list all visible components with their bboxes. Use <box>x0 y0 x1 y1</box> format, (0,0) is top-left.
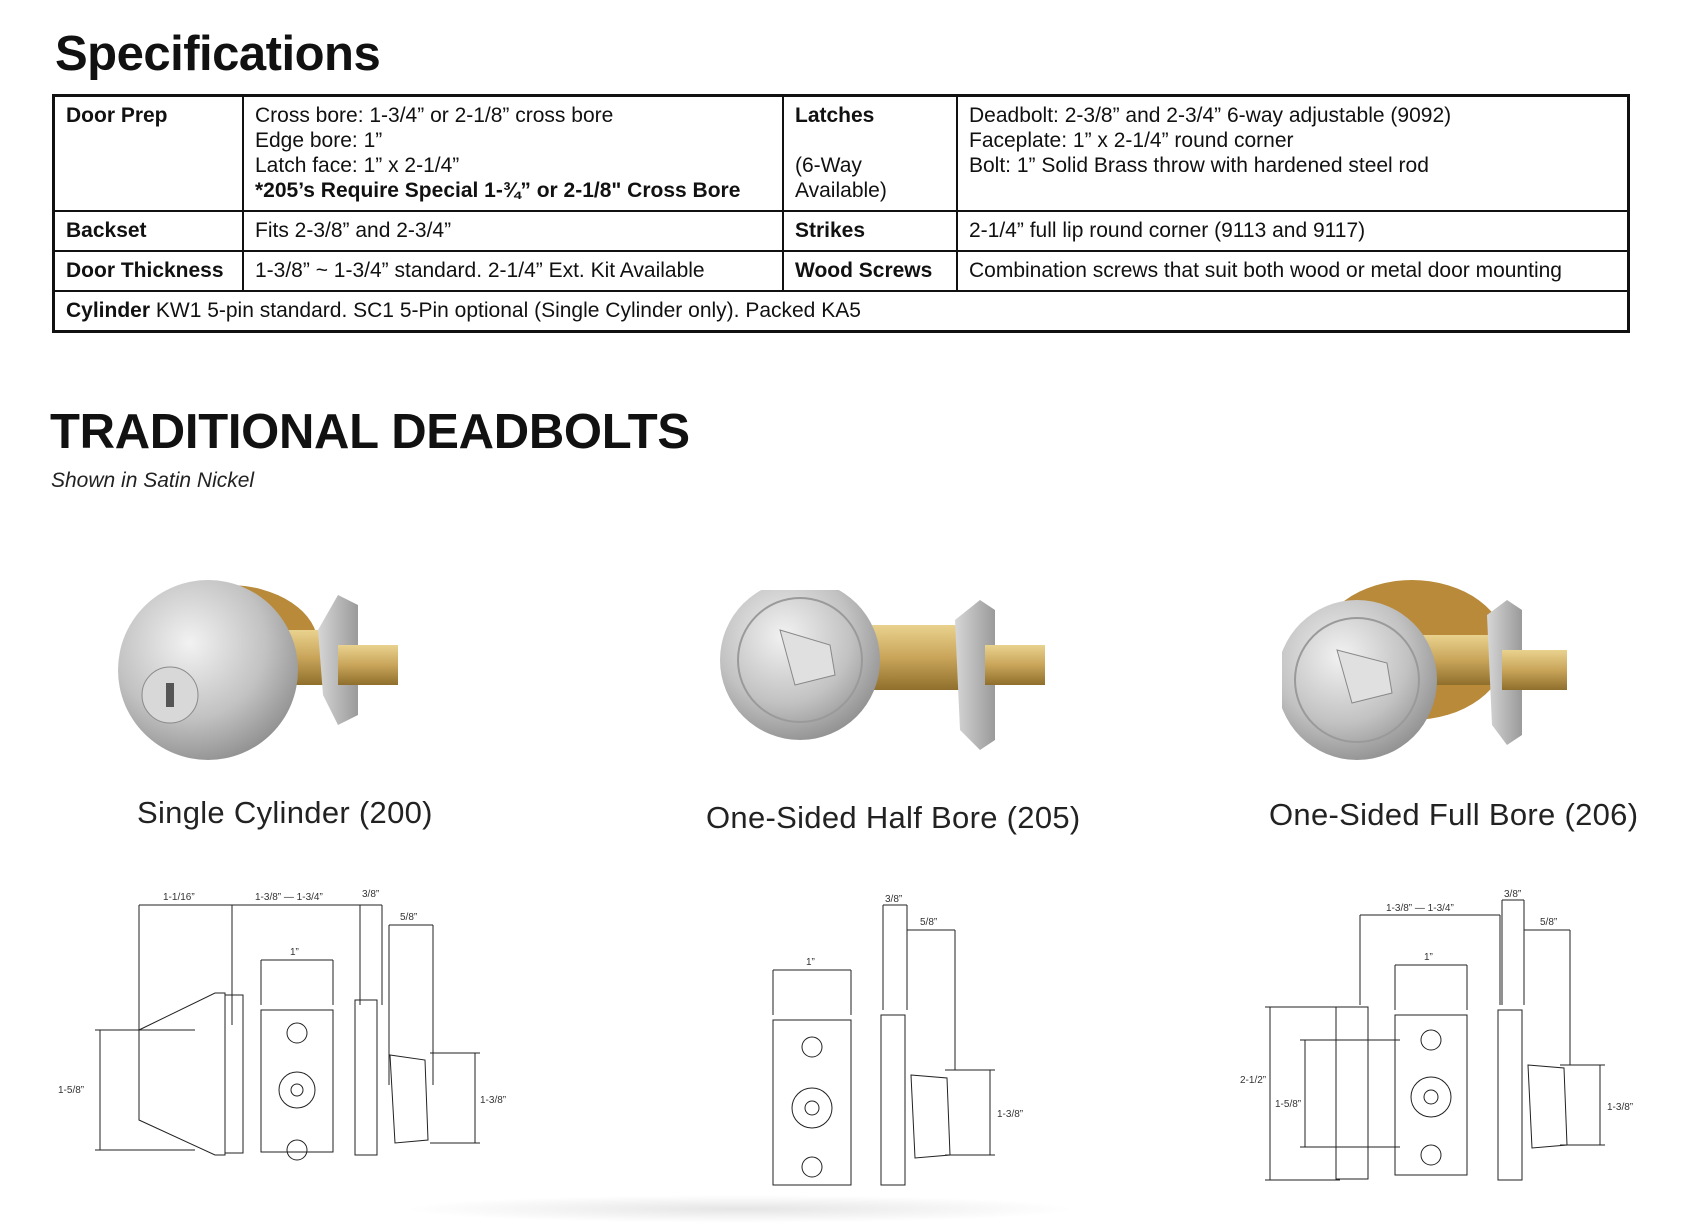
strikes-label: Strikes <box>782 210 958 252</box>
half-bore-dimension-diagram: 3/8” 5/8” 1” 1-3/8” <box>772 894 1023 1186</box>
door-prep-note: *205’s Require Special 1-¾” or 2-1/8" Cr… <box>255 179 741 202</box>
latches-label: Latches <box>795 104 875 127</box>
dimension-label: 1-3/8” <box>480 1095 506 1106</box>
dimension-label: 1” <box>1424 952 1433 963</box>
latches-sub-label: (6-Way Available) <box>795 154 887 202</box>
product-caption-half: One-Sided Half Bore (205) <box>706 800 1081 835</box>
section-title: TRADITIONAL DEADBOLTS <box>50 405 690 459</box>
door-prep-value: Cross bore: 1-3/4” or 2-1/8” cross bore … <box>242 94 784 212</box>
door-thickness-value: 1-3/8” ~ 1-3/4” standard. 2-1/4” Ext. Ki… <box>242 250 784 292</box>
dimension-label: 1” <box>290 947 299 958</box>
dimension-label: 1-5/8” <box>1275 1099 1301 1110</box>
latches-line: Faceplate: 1” x 2-1/4” round corner <box>969 129 1294 152</box>
latches-line: Deadbolt: 2-3/8” and 2-3/4” 6-way adjust… <box>969 104 1452 127</box>
dimension-label: 1-3/8” — 1-3/4” <box>1386 903 1454 914</box>
door-prep-label: Door Prep <box>52 94 244 212</box>
full-bore-dimension-diagram: 3/8” 1-3/8” — 1-3/4” 5/8” 1” 2-1/2” 1-5/… <box>1240 889 1633 1181</box>
dimension-label: 2-1/2” <box>1240 1075 1266 1086</box>
dimension-label: 1-3/8” — 1-3/4” <box>255 892 323 903</box>
section-subtitle: Shown in Satin Nickel <box>51 469 255 492</box>
backset-value: Fits 2-3/8” and 2-3/4” <box>242 210 784 252</box>
table-row: Cylinder KW1 5-pin standard. SC1 5-Pin o… <box>52 290 1630 333</box>
table-row: Door Thickness 1-3/8” ~ 1-3/4” standard.… <box>52 250 1630 292</box>
cylinder-value: KW1 5-pin standard. SC1 5-Pin optional (… <box>150 299 861 322</box>
door-prep-line: Cross bore: 1-3/4” or 2-1/8” cross bore <box>255 104 614 127</box>
dimension-label: 1-3/8” <box>997 1109 1023 1120</box>
specifications-table: Door Prep Cross bore: 1-3/4” or 2-1/8” c… <box>52 94 1630 333</box>
half-bore-product-image <box>720 590 1045 750</box>
dimension-label: 3/8” <box>885 894 902 905</box>
dimension-label: 1-1/16” <box>163 892 195 903</box>
dimension-label: 5/8” <box>400 912 417 923</box>
latches-value: Deadbolt: 2-3/8” and 2-3/4” 6-way adjust… <box>956 94 1630 212</box>
door-prep-line: Edge bore: 1” <box>255 129 383 152</box>
cylinder-label: Cylinder <box>66 299 151 322</box>
wood-screws-label: Wood Screws <box>782 250 958 292</box>
table-row: Backset Fits 2-3/8” and 2-3/4” Strikes 2… <box>52 210 1630 252</box>
full-bore-product-image <box>1282 580 1567 760</box>
dimension-label: 3/8” <box>1504 889 1521 900</box>
single-cylinder-product-image <box>118 580 398 760</box>
door-thickness-label: Door Thickness <box>52 250 244 292</box>
wood-screws-value: Combination screws that suit both wood o… <box>956 250 1630 292</box>
page-shadow <box>400 1195 1080 1223</box>
dimension-label: 1-5/8” <box>58 1085 84 1096</box>
dimension-label: 1-3/8” <box>1607 1102 1633 1113</box>
dimension-label: 5/8” <box>920 917 937 928</box>
product-caption-full: One-Sided Full Bore (206) <box>1269 797 1639 832</box>
door-prep-line: Latch face: 1” x 2-1/4” <box>255 154 460 177</box>
single-cylinder-dimension-diagram: 1-1/16” 1-3/8” — 1-3/4” 3/8” 5/8” 1” 1-5… <box>58 889 506 1161</box>
specifications-title: Specifications <box>55 27 381 81</box>
strikes-value: 2-1/4” full lip round corner (9113 and 9… <box>956 210 1630 252</box>
latches-line: Bolt: 1” Solid Brass throw with hardened… <box>969 154 1429 177</box>
product-caption-single: Single Cylinder (200) <box>137 795 433 830</box>
dimension-label: 1” <box>806 957 815 968</box>
cylinder-cell: Cylinder KW1 5-pin standard. SC1 5-Pin o… <box>52 290 1630 333</box>
dimension-label: 3/8” <box>362 889 379 900</box>
latches-label-cell: Latches (6-Way Available) <box>782 94 958 212</box>
dimension-label: 5/8” <box>1540 917 1557 928</box>
table-row: Door Prep Cross bore: 1-3/4” or 2-1/8” c… <box>52 94 1630 212</box>
backset-label: Backset <box>52 210 244 252</box>
